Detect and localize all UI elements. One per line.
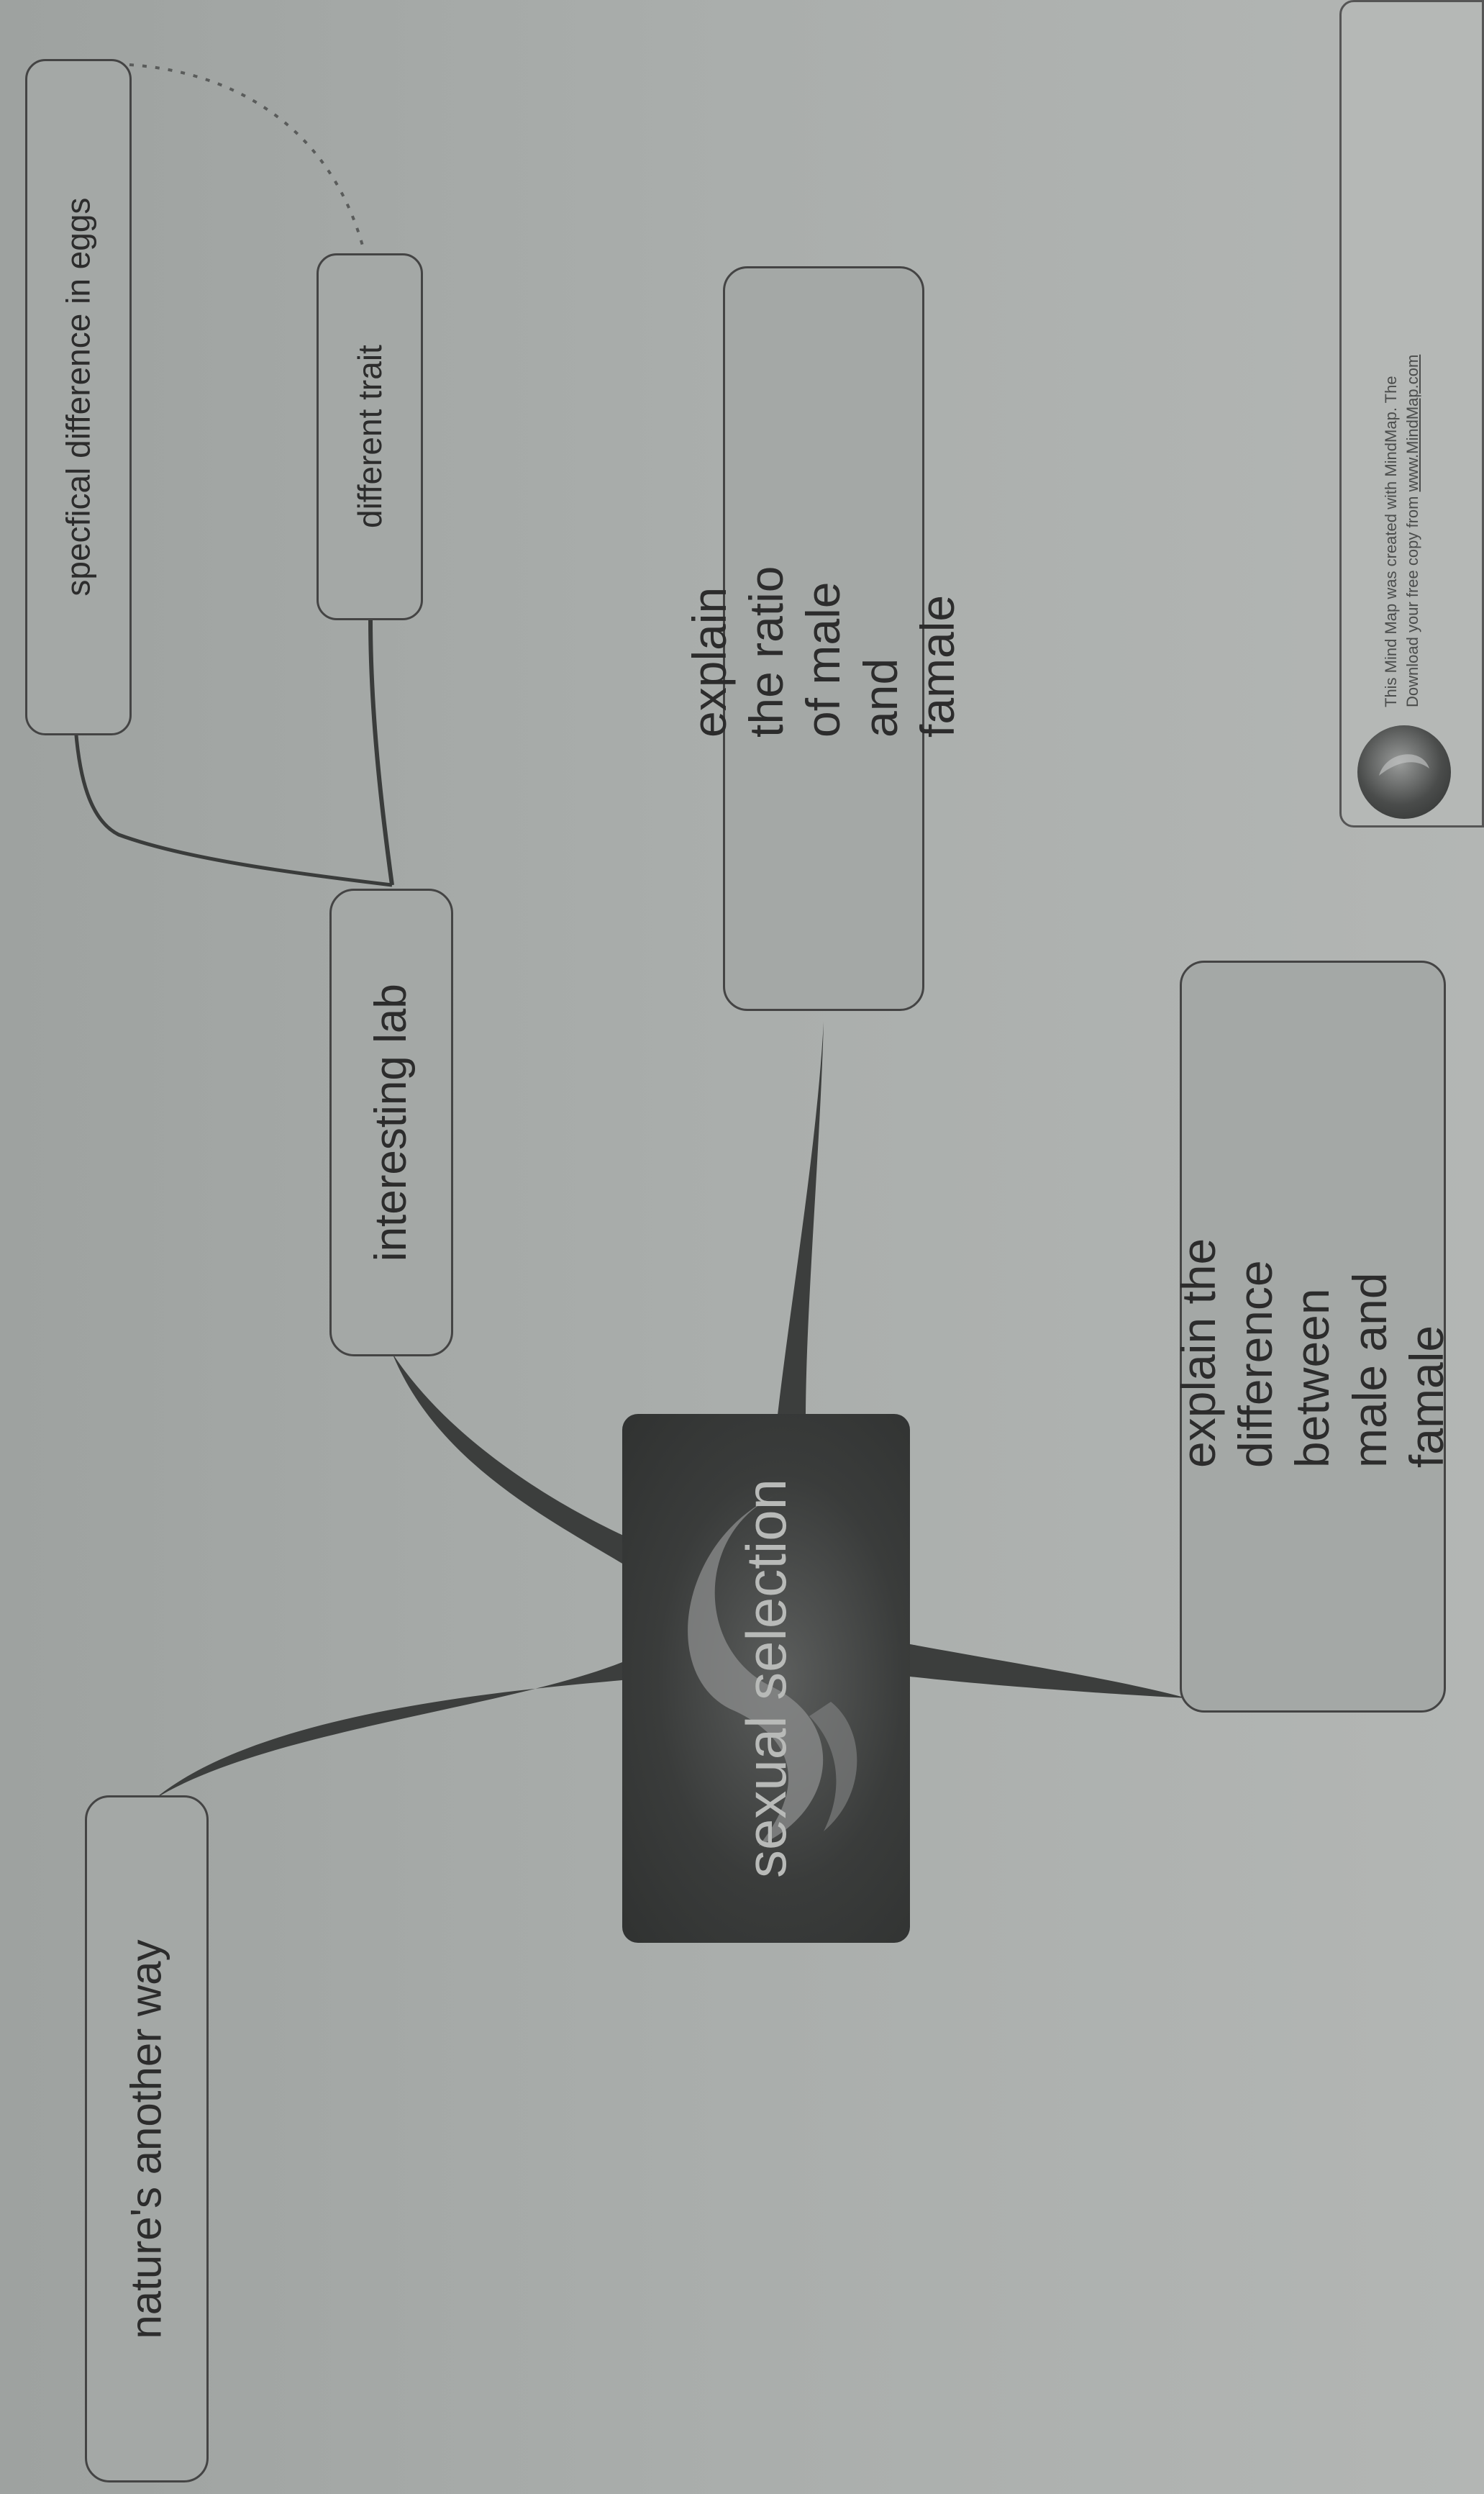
connector-central-ratio — [777, 1022, 824, 1421]
topic-label: interesting lab — [365, 983, 416, 1262]
topic-interesting-lab[interactable]: interesting lab — [329, 889, 453, 1356]
watermark-line-2: Download your free copy from www.MindMap… — [1403, 355, 1423, 707]
central-topic-label: sexual selection — [734, 1479, 798, 1878]
connector-central-natures — [155, 1662, 622, 1799]
connector-lab-trait — [368, 618, 394, 886]
app-logo-icon — [1357, 725, 1451, 819]
dotted-relation-line — [129, 63, 365, 249]
topic-explain-ratio[interactable]: explain the ratio of male and famale — [683, 266, 964, 1011]
topic-label: explain the ratio of male and famale — [683, 566, 964, 738]
topic-label: explain the difference between male and … — [1172, 1238, 1453, 1468]
swirl-decoration — [688, 1493, 857, 1846]
topic-natures-another-way[interactable]: nature's another way — [85, 1795, 209, 2482]
connector-lab-specfical — [73, 726, 393, 887]
connector-central-difference — [910, 1644, 1187, 1698]
connector-central-interesting-lab — [392, 1353, 637, 1572]
watermark-line-1: This Mind Map was created with MindMap. … — [1382, 376, 1400, 707]
topic-explain-difference[interactable]: explain the difference between male and … — [1172, 961, 1453, 1713]
topic-label: nature's another way — [122, 1938, 170, 2339]
watermark-line-2-text: Download your free copy from — [1403, 496, 1421, 707]
subtopic-label: different trait — [350, 345, 388, 529]
subtopic-different-trait[interactable]: different trait — [317, 253, 423, 620]
watermark-panel: This Mind Map was created with MindMap. … — [1339, 0, 1484, 827]
watermark-link[interactable]: www.MindMap.com — [1403, 354, 1421, 492]
subtopic-label: specfical difference in eggs — [59, 197, 97, 597]
subtopic-specfical-difference[interactable]: specfical difference in eggs — [25, 59, 132, 735]
central-topic[interactable]: sexual selection — [622, 1414, 910, 1943]
